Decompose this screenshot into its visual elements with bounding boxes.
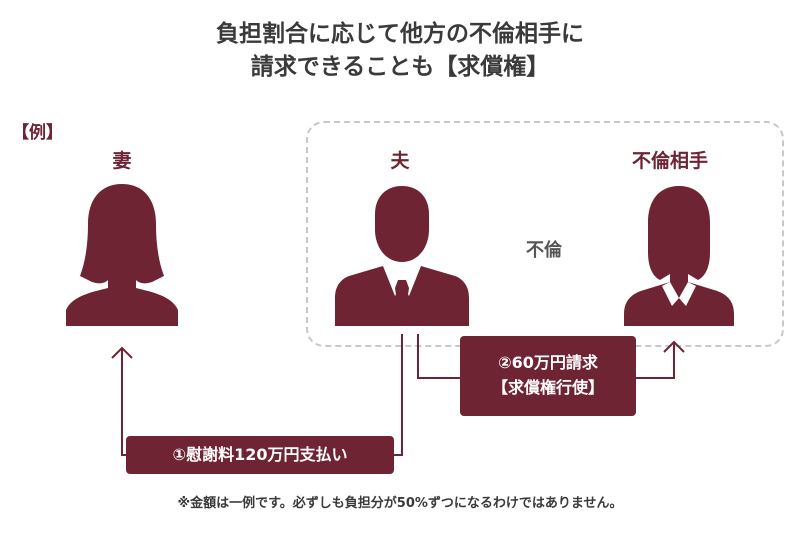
husband-label: 夫 xyxy=(390,150,410,172)
title-line-1: 負担割合に応じて他方の不倫相手に xyxy=(216,21,584,47)
claim-box-line-1: ②60万円請求 xyxy=(498,353,598,372)
wife-arrowhead-icon xyxy=(111,346,133,359)
wife-label: 妻 xyxy=(112,150,132,172)
claim-box-line-2: 【求償権行使】 xyxy=(491,378,604,397)
husband-silhouette-icon xyxy=(335,186,469,326)
partner-silhouette-icon xyxy=(624,186,734,326)
partner-label: 不倫相手 xyxy=(631,150,708,172)
claim-box: ②60万円請求 【求償権行使】 xyxy=(460,336,636,416)
wife-silhouette-icon xyxy=(66,184,178,326)
partner-arrowhead-icon xyxy=(663,340,685,353)
disclaimer-note: ※金額は一例です。必ずしも負担分が50%ずつになるわけではありません。 xyxy=(177,496,623,511)
payment-box: ①慰謝料120万円支払い xyxy=(126,436,394,474)
diagram-title: 負担割合に応じて他方の不倫相手に 請求できることも【求償権】 xyxy=(0,18,800,84)
title-line-2: 請求できることも【求償権】 xyxy=(250,54,550,80)
example-tag: 【例】 xyxy=(12,123,63,143)
affair-label: 不倫 xyxy=(526,240,562,261)
